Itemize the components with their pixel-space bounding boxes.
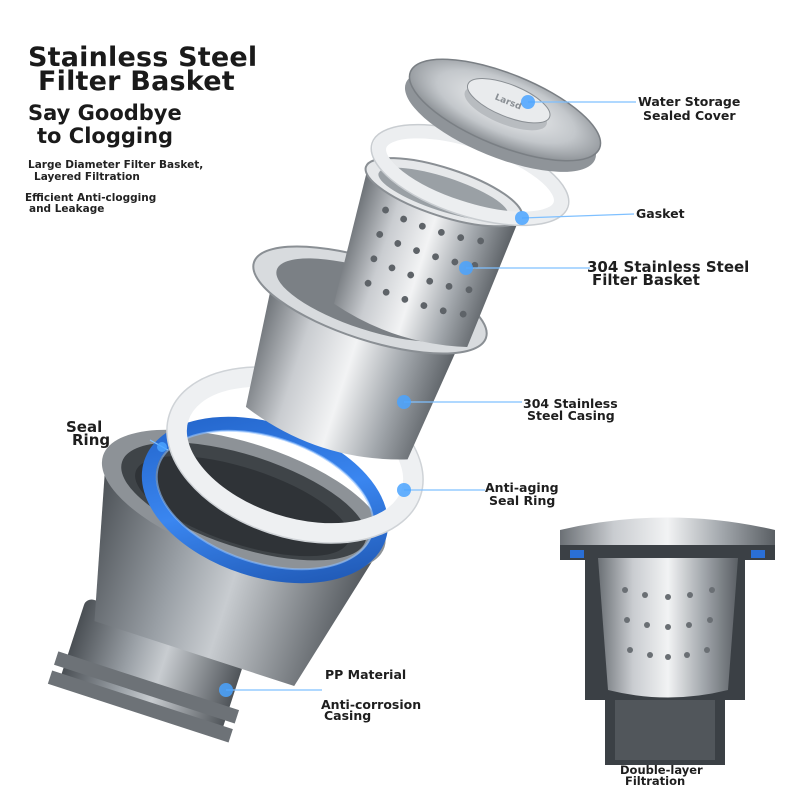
callout-filter-basket-line-2: Filter Basket	[592, 271, 700, 289]
callout-filter-basket-line-1: 304 Stainless Steel	[587, 258, 750, 276]
callout-anti-aging-line-2: Seal Ring	[489, 493, 556, 508]
subheadline-line-2: to Clogging	[37, 124, 174, 148]
callout-connectors	[149, 95, 636, 697]
feature-2-line-1: Efficient Anti-clogging	[25, 192, 157, 204]
callout-anti-corrosion-line-2: Casing	[324, 708, 372, 723]
callout-water-storage-line-1: Water Storage	[638, 94, 741, 109]
feature-1-line-1: Large Diameter Filter Basket,	[28, 159, 204, 171]
callout-water-storage-line-2: Sealed Cover	[643, 108, 736, 123]
callout-casing-line-1: 304 Stainless	[523, 396, 618, 411]
callout-double-layer-line-2: Filtration	[625, 774, 686, 788]
subheadline-line-1: Say Goodbye	[28, 101, 182, 125]
cross-section-inset	[560, 517, 775, 765]
callout-pp-material: PP Material	[325, 667, 407, 682]
callout-anti-aging-line-1: Anti-aging	[485, 480, 559, 495]
callout-casing-line-2: Steel Casing	[527, 408, 615, 423]
feature-2-line-2: and Leakage	[29, 203, 105, 215]
feature-1-line-2: Layered Filtration	[34, 171, 140, 183]
sealed-cover-illustration: Larsd	[404, 58, 602, 172]
callout-seal-ring-line-1: Seal	[66, 418, 103, 436]
headline-line-2: Filter Basket	[38, 66, 235, 97]
callout-double-layer-line-1: Double-layer	[620, 763, 703, 777]
callout-gasket: Gasket	[636, 206, 685, 221]
headline-line-1: Stainless Steel	[28, 42, 258, 73]
callout-anti-corrosion-line-1: Anti-corrosion	[321, 697, 422, 712]
callout-seal-ring-line-2: Ring	[72, 431, 111, 449]
